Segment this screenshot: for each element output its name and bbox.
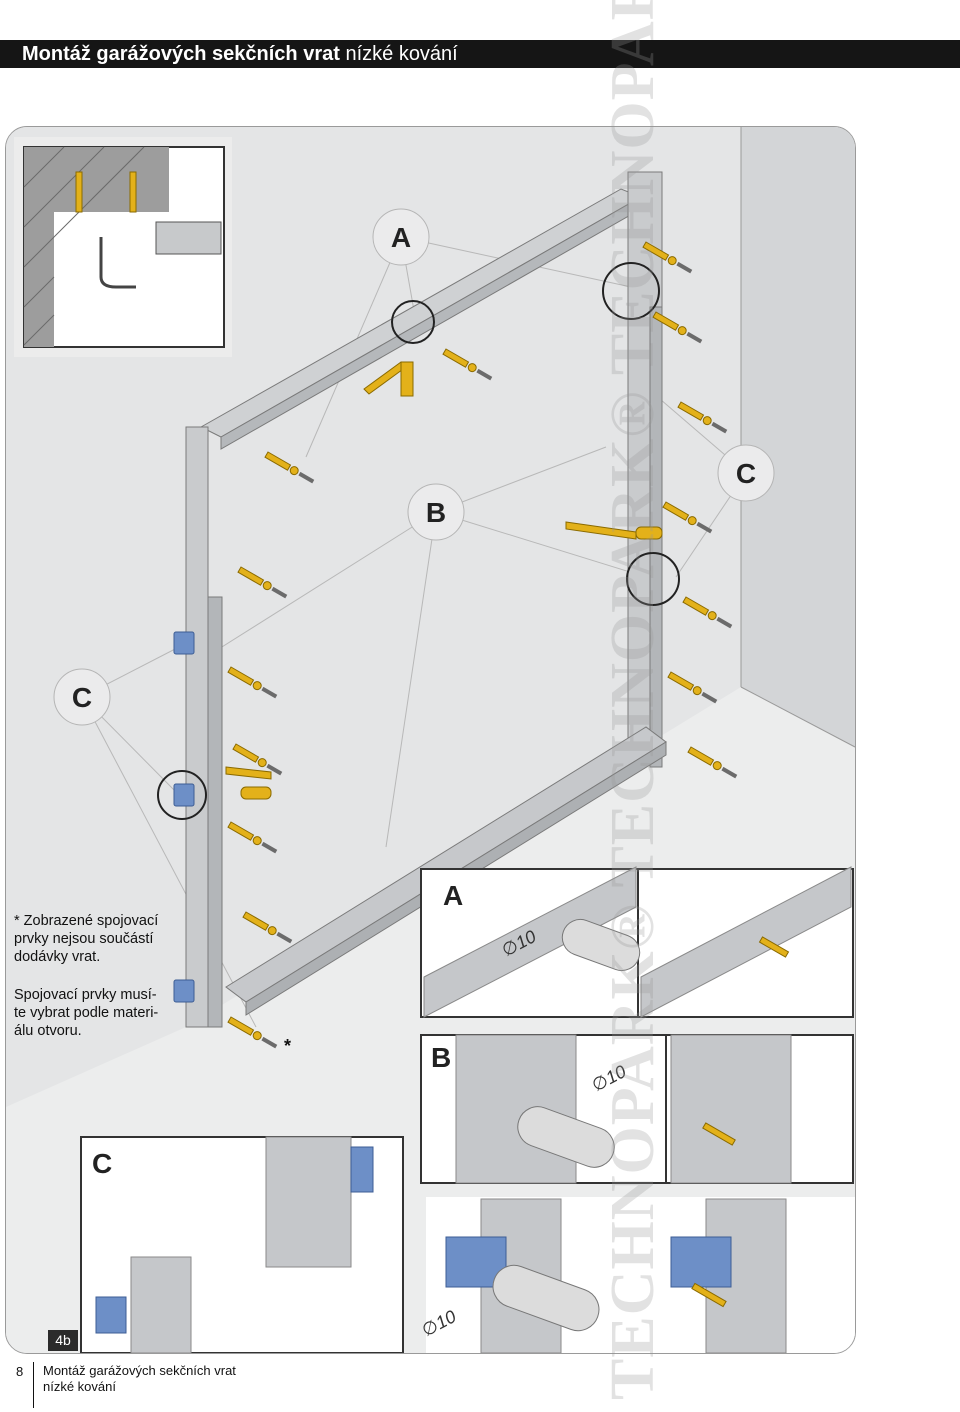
callout-c-left-label: C <box>72 682 92 713</box>
screws <box>227 241 738 1049</box>
callout-b <box>407 483 465 541</box>
note-line-6: álu otvoru. <box>14 1023 82 1039</box>
header-subtitle: nízké kování <box>345 43 458 65</box>
note-material: Spojovací prvky musí- te vybrat podle ma… <box>14 986 158 1040</box>
detail-c <box>80 1136 855 1353</box>
detail-circles <box>157 262 680 820</box>
detail-b-label: B <box>431 1042 451 1073</box>
detail-b <box>420 1034 854 1184</box>
detail-a <box>420 866 854 1018</box>
note-line-4: Spojovací prvky musí- <box>14 987 157 1003</box>
installation-illustration: A B C C A <box>6 127 855 1353</box>
callout-a-label: A <box>391 222 411 253</box>
callout-a <box>372 208 430 266</box>
note-line-5: te vybrat podle materi- <box>14 1005 159 1021</box>
detail-a-label: A <box>443 880 463 911</box>
footer-title-line-2: nízké kování <box>43 1379 116 1394</box>
detail-c-label: C <box>92 1148 112 1179</box>
spacers <box>225 361 663 800</box>
footer-title-line-1: Montáž garážových sekčních vrat <box>43 1363 236 1378</box>
note-line-1: * Zobrazené spojovací <box>14 913 159 929</box>
callout-c-left <box>53 668 111 726</box>
footer-title: Montáž garážových sekčních vrat nízké ko… <box>43 1363 236 1395</box>
callout-c-right-label: C <box>736 458 756 489</box>
callout-c-right <box>717 444 775 502</box>
inset-wall-detail <box>14 137 232 357</box>
header-title: Montáž garážových sekčních vrat <box>22 43 340 65</box>
step-badge: 4b <box>48 1330 78 1351</box>
page-number: 8 <box>16 1364 24 1379</box>
page-header: Montáž garážových sekčních vrat nízké ko… <box>0 40 960 68</box>
footer-divider <box>33 1362 34 1408</box>
note-line-3: dodávky vrat. <box>14 949 101 965</box>
callout-b-label: B <box>426 497 446 528</box>
watermark: TECHNOPARK® TECHNOPARK® TECHNOPARK® <box>599 0 667 1400</box>
asterisk-mark: * <box>284 1036 292 1056</box>
illustration-panel: A B C C A <box>5 126 856 1354</box>
note-line-2: prvky nejsou součástí <box>14 931 154 947</box>
note-supply: * Zobrazené spojovací prvky nejsou součá… <box>14 912 158 966</box>
brackets <box>173 631 195 1003</box>
left-post <box>185 426 223 1028</box>
